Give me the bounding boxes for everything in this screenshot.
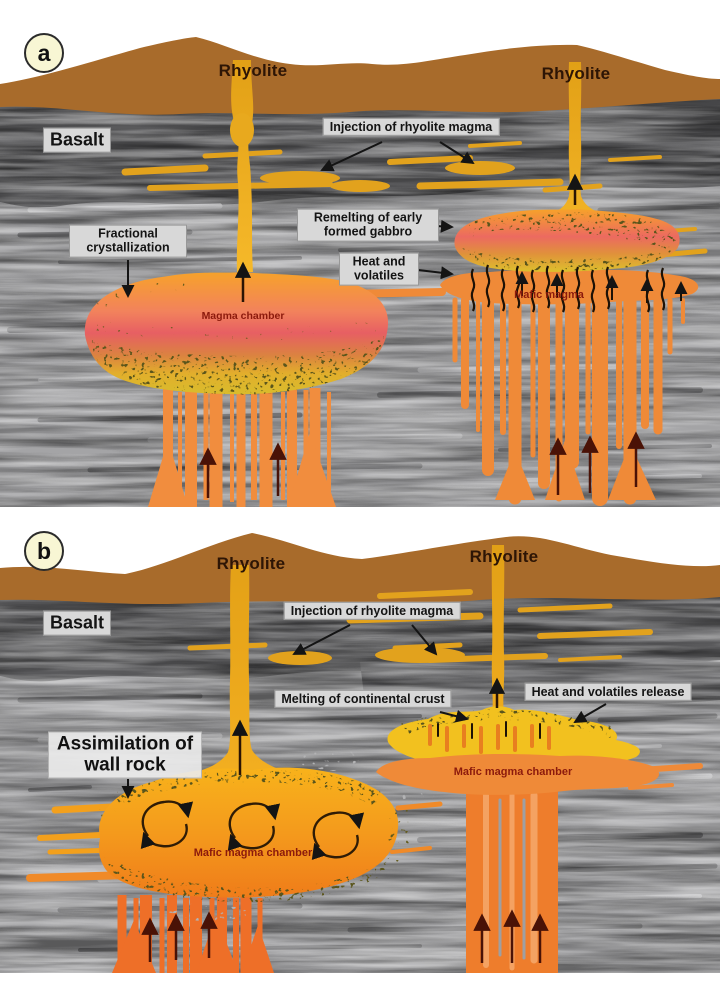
conduit-bulge-a bbox=[230, 113, 254, 147]
basalt-label-b: Basalt bbox=[42, 610, 112, 636]
conduit-right-a bbox=[552, 62, 600, 213]
mafic-chamber-label-b-right: Mafic magma chamber bbox=[453, 766, 573, 778]
label-arrows-b bbox=[121, 624, 607, 799]
magma-chamber-label-a: Magma chamber bbox=[201, 310, 285, 322]
panel-a-scene bbox=[0, 37, 720, 507]
mountain-b bbox=[0, 533, 720, 605]
panel-a-badge: a bbox=[24, 33, 64, 73]
injection-label-b: Injection of rhyolite magma bbox=[283, 601, 461, 621]
up-arrows-column-b bbox=[473, 909, 549, 963]
fractional-label-a: Fractional crystallization bbox=[69, 224, 187, 258]
up-arrows-left-dikes-b bbox=[141, 911, 218, 962]
cap-drips-b bbox=[428, 721, 551, 754]
mafic-drip-column-a bbox=[452, 292, 685, 506]
melting-label-b: Melting of continental crust bbox=[274, 689, 452, 709]
mafic-chamber-left-b bbox=[98, 767, 399, 898]
remelting-label-a: Remelting of early formed gabbro bbox=[297, 208, 439, 242]
up-arrows-left-dikes-a bbox=[199, 442, 287, 498]
up-arrows-volatile-zone-a bbox=[515, 271, 688, 303]
mafic-sill-a bbox=[440, 269, 699, 305]
up-arrows-right-column-a bbox=[549, 431, 645, 495]
mafic-column-stripes-b bbox=[483, 791, 538, 971]
mafic-magma-label-a: Mafic magma bbox=[514, 289, 584, 301]
side-speckle-patch-b bbox=[386, 798, 443, 866]
panel-b-badge: b bbox=[24, 531, 64, 571]
rhyolite-label-b-left: Rhyolite bbox=[216, 554, 286, 573]
crystal-mush-right-a bbox=[462, 212, 676, 271]
assimilation-label-b: Assimilation of wall rock bbox=[48, 731, 202, 779]
mafic-chamber-label-b-left: Mafic magma chamber bbox=[193, 847, 313, 859]
rhyolite-label-a-right: Rhyolite bbox=[541, 64, 611, 83]
basalt-label-a: Basalt bbox=[42, 127, 112, 153]
mafic-sill-b bbox=[376, 753, 660, 795]
heat-release-label-b: Heat and volatiles release bbox=[524, 682, 692, 702]
conduit-left-a bbox=[231, 60, 254, 272]
heat-volatiles-label-a: Heat and volatiles bbox=[339, 252, 419, 286]
rhyolite-label-b-right: Rhyolite bbox=[469, 547, 539, 566]
conduit-left-b bbox=[196, 565, 286, 772]
convection-loops-b bbox=[140, 800, 359, 858]
conduit-right-b bbox=[491, 545, 505, 712]
mountain-a bbox=[0, 37, 720, 115]
feeder-dikes-left-a bbox=[148, 388, 336, 507]
injection-label-a: Injection of rhyolite magma bbox=[322, 117, 500, 137]
crystal-mush-left-a bbox=[91, 277, 385, 395]
rhyolite-label-a-left: Rhyolite bbox=[218, 61, 288, 80]
